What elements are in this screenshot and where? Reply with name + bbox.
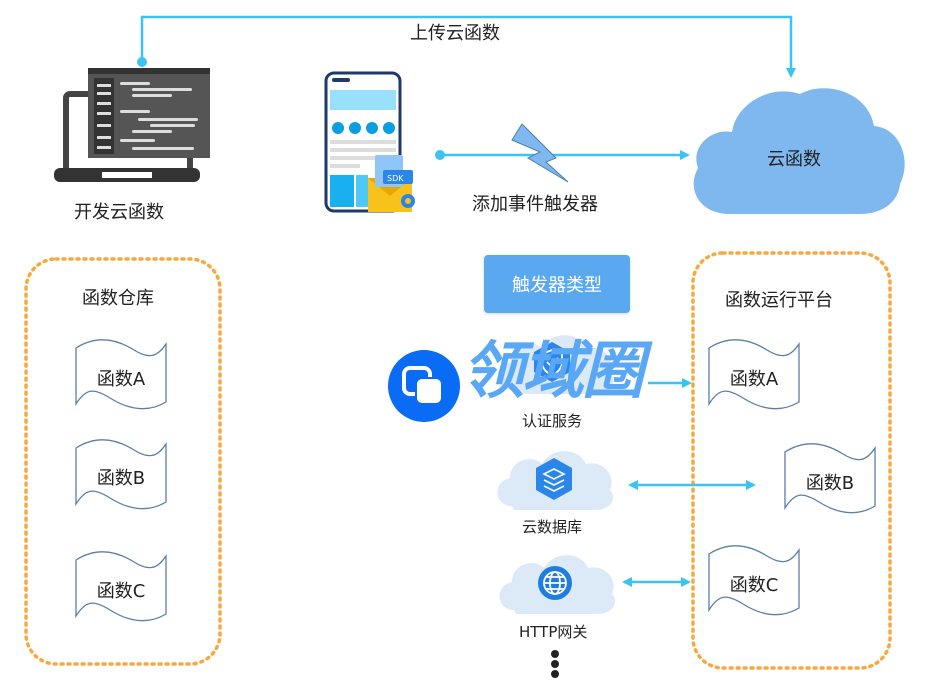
lightning-icon — [511, 123, 569, 183]
cloud-function-label: 云函数 — [767, 149, 821, 170]
cloud-shape — [693, 88, 905, 214]
more-dots-icon — [551, 650, 559, 678]
runtime-title: 函数运行平台 — [725, 290, 833, 311]
phone-sdk-icon — [324, 71, 415, 213]
sdk-badge: SDK — [387, 174, 404, 183]
http-gateway-label: HTTP网关 — [519, 623, 588, 641]
repository-title: 函数仓库 — [82, 288, 154, 309]
trigger-type-button[interactable]: 触发器类型 — [484, 255, 630, 313]
runtime-box — [691, 251, 892, 670]
repo-function-b: 函数B — [96, 468, 146, 489]
upload-label: 上传云函数 — [410, 23, 500, 44]
upload-arrow — [137, 15, 796, 78]
auth-service-label: 认证服务 — [522, 412, 583, 430]
trigger-arrow — [435, 150, 690, 160]
database-stack-icon — [536, 458, 572, 500]
developer-label: 开发云函数 — [74, 202, 164, 223]
watermark-logo-icon — [388, 350, 460, 422]
runtime-function-a: 函数A — [729, 369, 779, 390]
laptop-code-icon — [54, 68, 210, 182]
repo-function-c: 函数C — [96, 581, 146, 602]
runtime-function-c: 函数C — [729, 575, 779, 596]
watermark-text: 领域圈 — [462, 334, 644, 407]
globe-icon — [538, 566, 572, 600]
shield-check-icon — [534, 342, 570, 382]
repository-box — [24, 257, 222, 666]
trigger-label: 添加事件触发器 — [472, 194, 598, 215]
repo-function-a: 函数A — [96, 369, 146, 390]
cloud-database-label: 云数据库 — [522, 518, 583, 536]
runtime-function-b: 函数B — [805, 473, 855, 494]
